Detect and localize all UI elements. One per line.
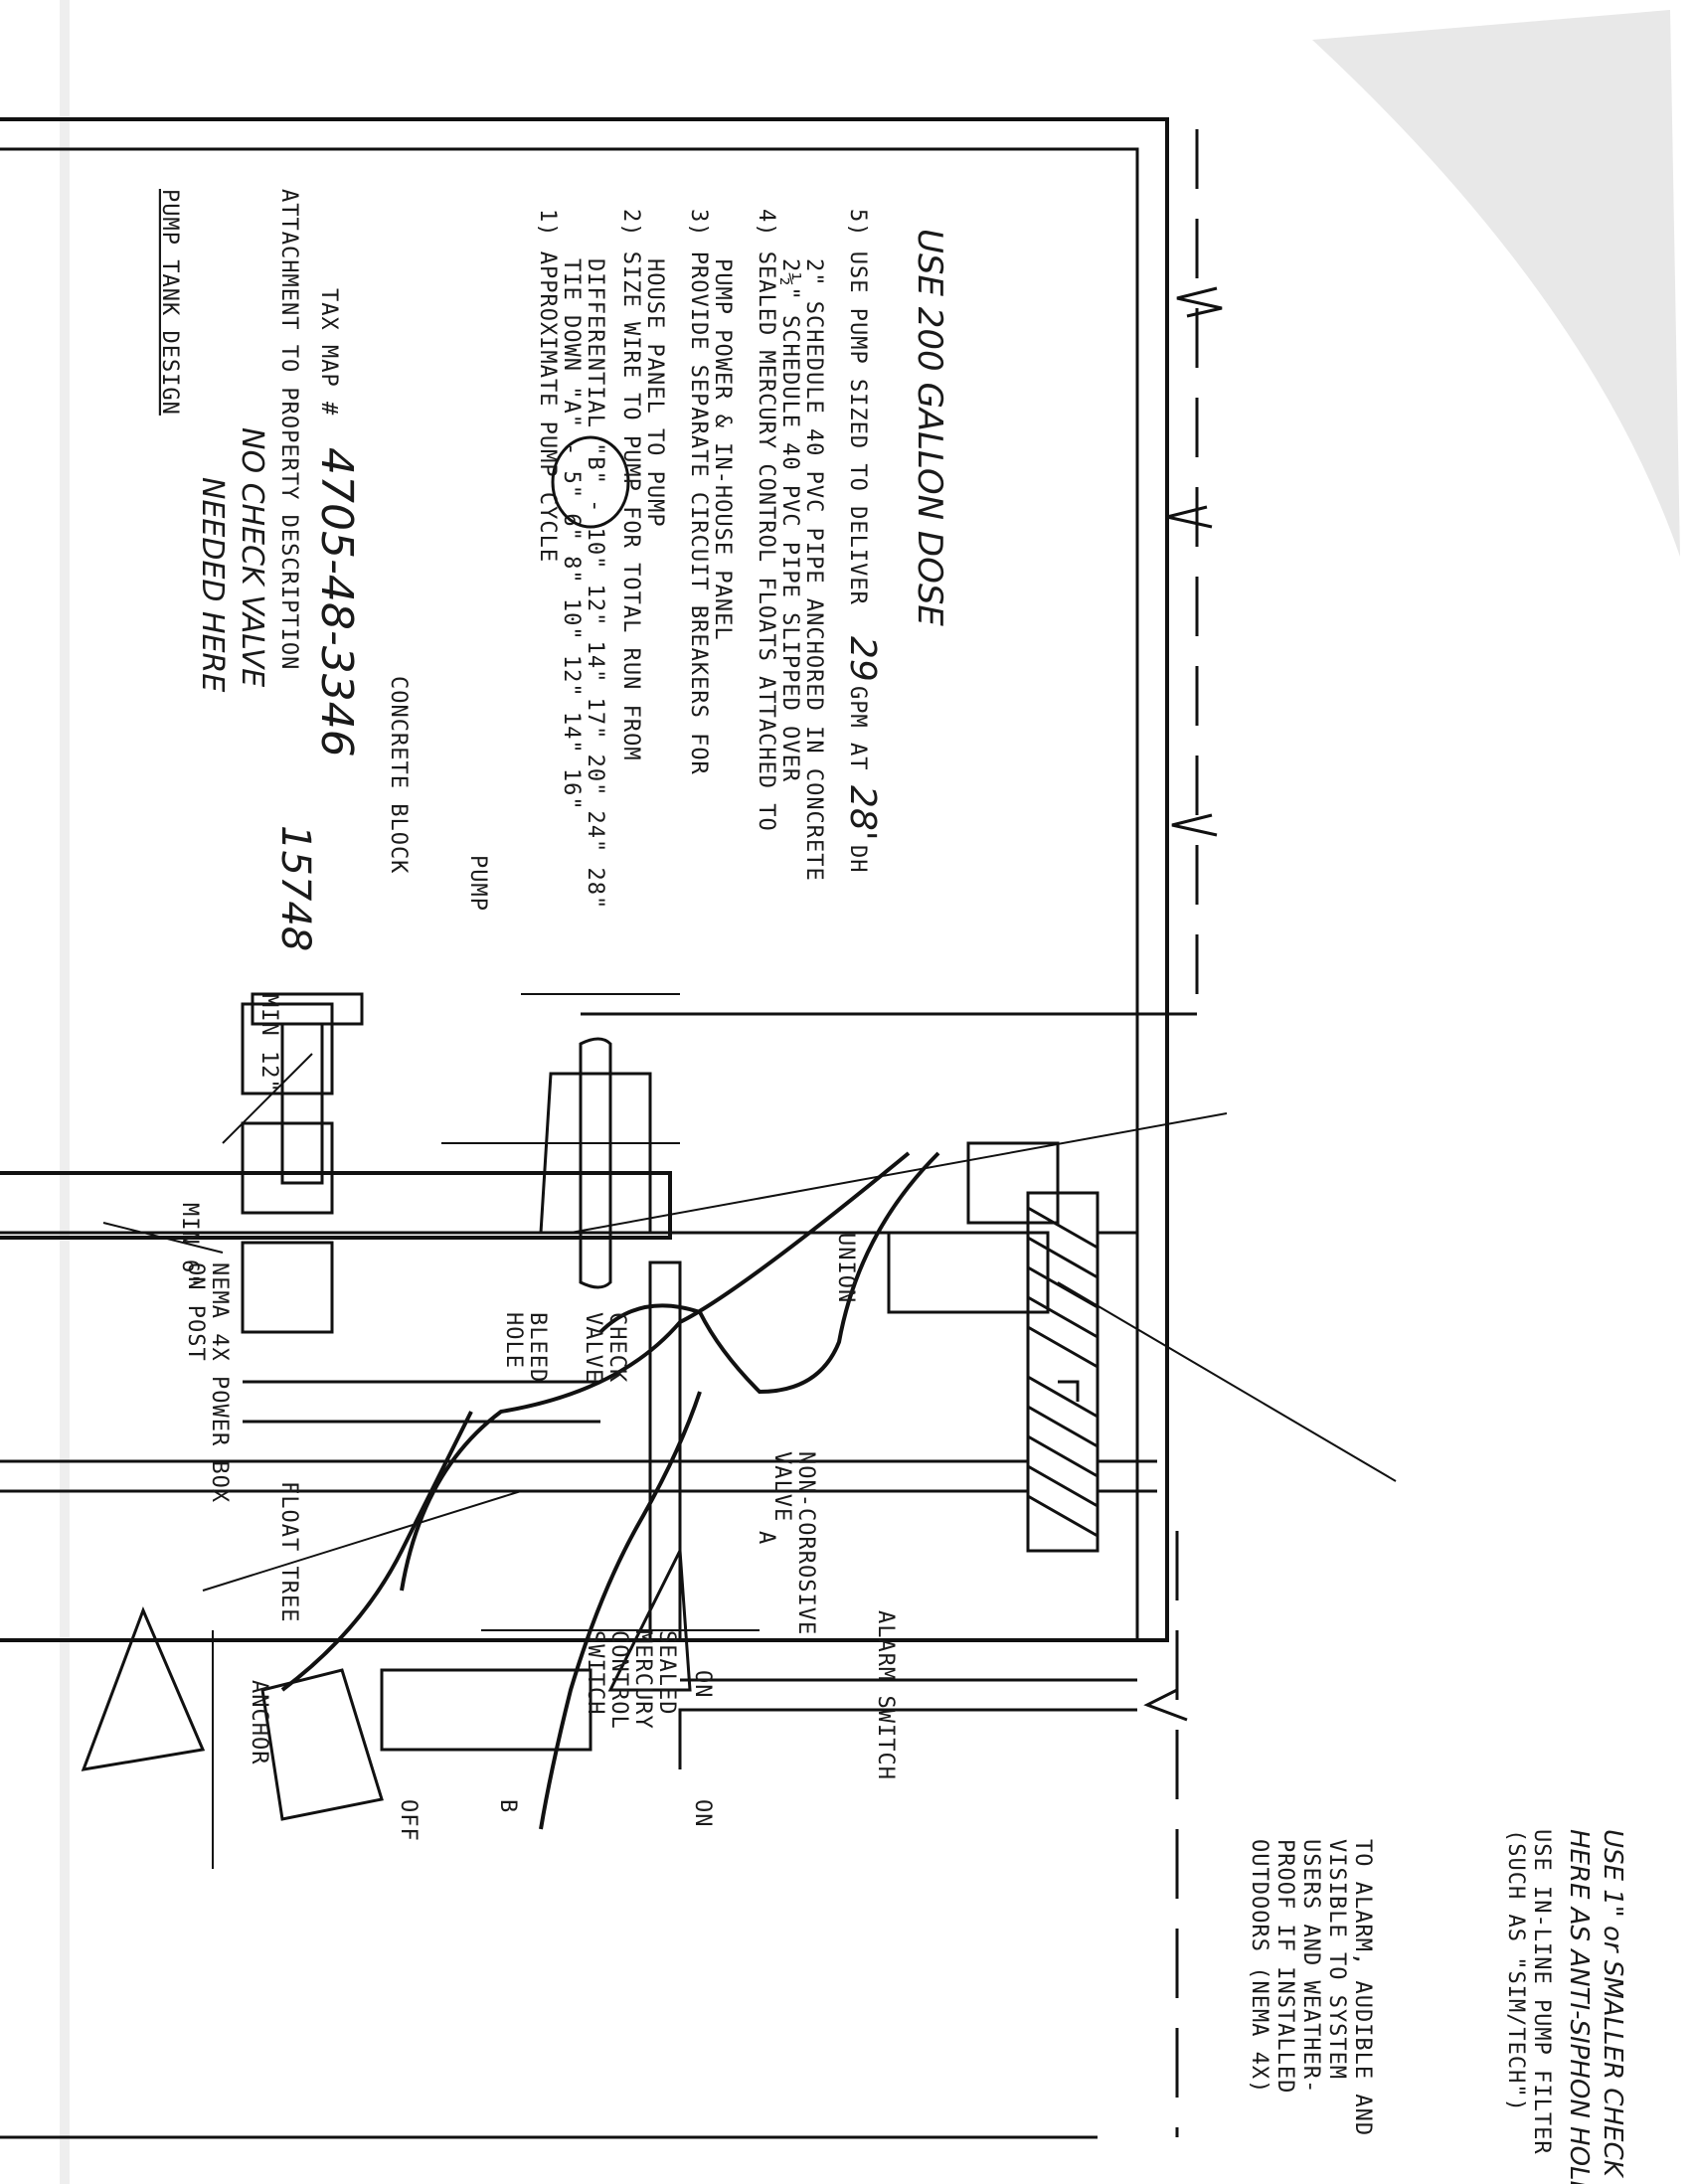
concrete-blocks: [241, 1002, 334, 1334]
note-4c: 2" SCHEDULE 40 PVC PIPE ANCHORED IN CONC…: [801, 258, 826, 882]
note-5b: GPM AT: [845, 686, 870, 770]
alarm-float: [607, 1545, 692, 1692]
label-check-a: CHECK: [604, 1312, 629, 1383]
float-tree-pipe: [243, 1380, 600, 1424]
hw-check-b: HERE AS ANTI-SIPHON HOLE: [1564, 1829, 1594, 2184]
label-off: OFF: [396, 1799, 421, 1842]
note-3a: 3) PROVIDE SEPARATE CIRCUIT BREAKERS FOR: [686, 209, 711, 775]
label-anchor: ANCHOR: [247, 1680, 271, 1764]
note-3b: PUMP POWER & IN-HOUSE PANEL: [710, 258, 735, 641]
note-5a: 5) USE PUMP SIZED TO DELIVER: [845, 209, 870, 605]
power-box: [251, 992, 364, 1026]
label-alarm-d: PROOF IF INSTALLED: [1272, 1839, 1297, 2094]
tank-riser: [0, 1171, 672, 1240]
note-1a: 1) APPROXIMATE PUMP CYCLE: [535, 209, 560, 563]
leader-lines: [102, 1053, 1397, 1592]
label-alarm-e: OUTDOORS (NEMA 4X): [1247, 1839, 1271, 2094]
union-coupling: [966, 1141, 1060, 1225]
label-min6: MIN 6": [177, 1203, 202, 1287]
header-title: PUMP TANK DESIGN: [157, 189, 182, 416]
control-float-on: [260, 1668, 384, 1821]
note-5-gpm: 29: [842, 636, 883, 682]
note-2b: HOUSE PANEL TO PUMP: [642, 258, 667, 528]
label-sealed-c: CONTROL: [606, 1630, 631, 1730]
label-filter-b: (SUCH AS "SIM/TECH"): [1503, 1829, 1528, 2112]
hw-check-a: USE 1" or SMALLER CHECK VALVE: [1598, 1829, 1627, 2184]
label-check-b: VALVE: [581, 1312, 605, 1383]
header-attachment-hw: 15748: [272, 825, 318, 951]
rotated-drawing: MIN 12" MIN 6" NEMA 4X POWER BOX ON POST…: [0, 117, 1627, 2184]
float-wires: [280, 1151, 940, 1830]
label-pump: PUMP: [465, 855, 490, 912]
note-5-ft: 28': [842, 785, 883, 841]
label-on-alarm: ON: [690, 1670, 715, 1699]
tank-outer-wall: [0, 117, 1169, 1642]
label-filter-a: USE IN-LINE PUMP FILTER: [1529, 1829, 1554, 2155]
circled-values: [551, 435, 630, 529]
grass-marks: [1143, 286, 1223, 1722]
note-4b: 2½" SCHEDULE 40 PVC PIPE SLIPPED OVER: [777, 258, 802, 782]
float-tree-anchor: [380, 1668, 593, 1752]
coupling-mark: [1058, 1380, 1080, 1402]
label-sealed-b: MERCURY: [630, 1630, 655, 1730]
label-nema-b: ON POST: [183, 1262, 208, 1362]
power-post: [280, 1022, 324, 1185]
label-float-tree: FLOAT TREE: [276, 1481, 301, 1622]
note-1c: DIFFERENTIAL "B" - 10" 12" 14" 17" 20" 2…: [583, 258, 607, 910]
label-alarm-b: VISIBLE TO SYSTEM: [1324, 1839, 1349, 2080]
dimension-lines: [212, 993, 760, 1869]
pipe-hatching: [1027, 1206, 1099, 1538]
label-sealed-d: SWITCH: [583, 1630, 607, 1715]
union-fitting: [887, 1231, 1050, 1314]
label-bleed-a: BLEED: [525, 1312, 550, 1383]
scan-edge: [60, 0, 70, 2184]
inlet-pipe: [678, 1678, 1137, 1769]
label-min12: MIN 12": [256, 994, 281, 1093]
note-5c: DH: [845, 845, 870, 874]
hw-no-check-b: NEEDED HERE: [195, 477, 230, 692]
note-4a: 4) SEALED MERCURY CONTROL FLOATS ATTACHE…: [754, 209, 778, 832]
control-float-off: [81, 1605, 206, 1771]
header-attachment: ATTACHMENT TO PROPERTY DESCRIPTION: [276, 189, 301, 670]
label-nema-a: NEMA 4X POWER BOX: [207, 1262, 232, 1503]
note-2a: 2) SIZE WIRE TO PUMP FOR TOTAL RUN FROM: [618, 209, 643, 761]
note-dose: USE 200 GALLON DOSE: [910, 229, 949, 626]
label-union: UNION: [833, 1233, 858, 1303]
label-alarm-switch: ALARM SWITCH: [873, 1610, 898, 1780]
header-taxmap-hw: 4705-48-3346: [311, 447, 362, 757]
label-bleed-b: HOLE: [501, 1312, 526, 1369]
riser-lid: [648, 1260, 682, 1642]
label-b: B: [495, 1799, 520, 1813]
label-a: A: [754, 1531, 778, 1545]
label-alarm-c: USERS AND WEATHER-: [1298, 1839, 1323, 2094]
pump-body: [539, 1072, 652, 1235]
hw-no-check-a: NO CHECK VALVE: [235, 427, 269, 687]
label-noncorr-a: NON-CORROSIVE: [793, 1451, 818, 1635]
note-1b: TIE DOWN "A" - 5" 6" 8" 10" 12" 14" 16": [559, 258, 584, 811]
label-alarm-a: TO ALARM, AUDIBLE AND: [1350, 1839, 1375, 2136]
label-on-control: ON: [690, 1799, 715, 1828]
label-block: CONCRETE BLOCK: [386, 676, 411, 874]
outlet-pipe: [0, 1459, 1157, 1493]
label-noncorr-b: VALVE: [769, 1451, 794, 1522]
discharge-pipe: [1026, 1191, 1100, 1553]
scan-shadow: [1312, 10, 1680, 557]
pump-motor: [579, 1037, 612, 1289]
label-sealed-a: SEALED: [654, 1630, 679, 1715]
header-taxmap: TAX MAP #: [316, 288, 341, 416]
